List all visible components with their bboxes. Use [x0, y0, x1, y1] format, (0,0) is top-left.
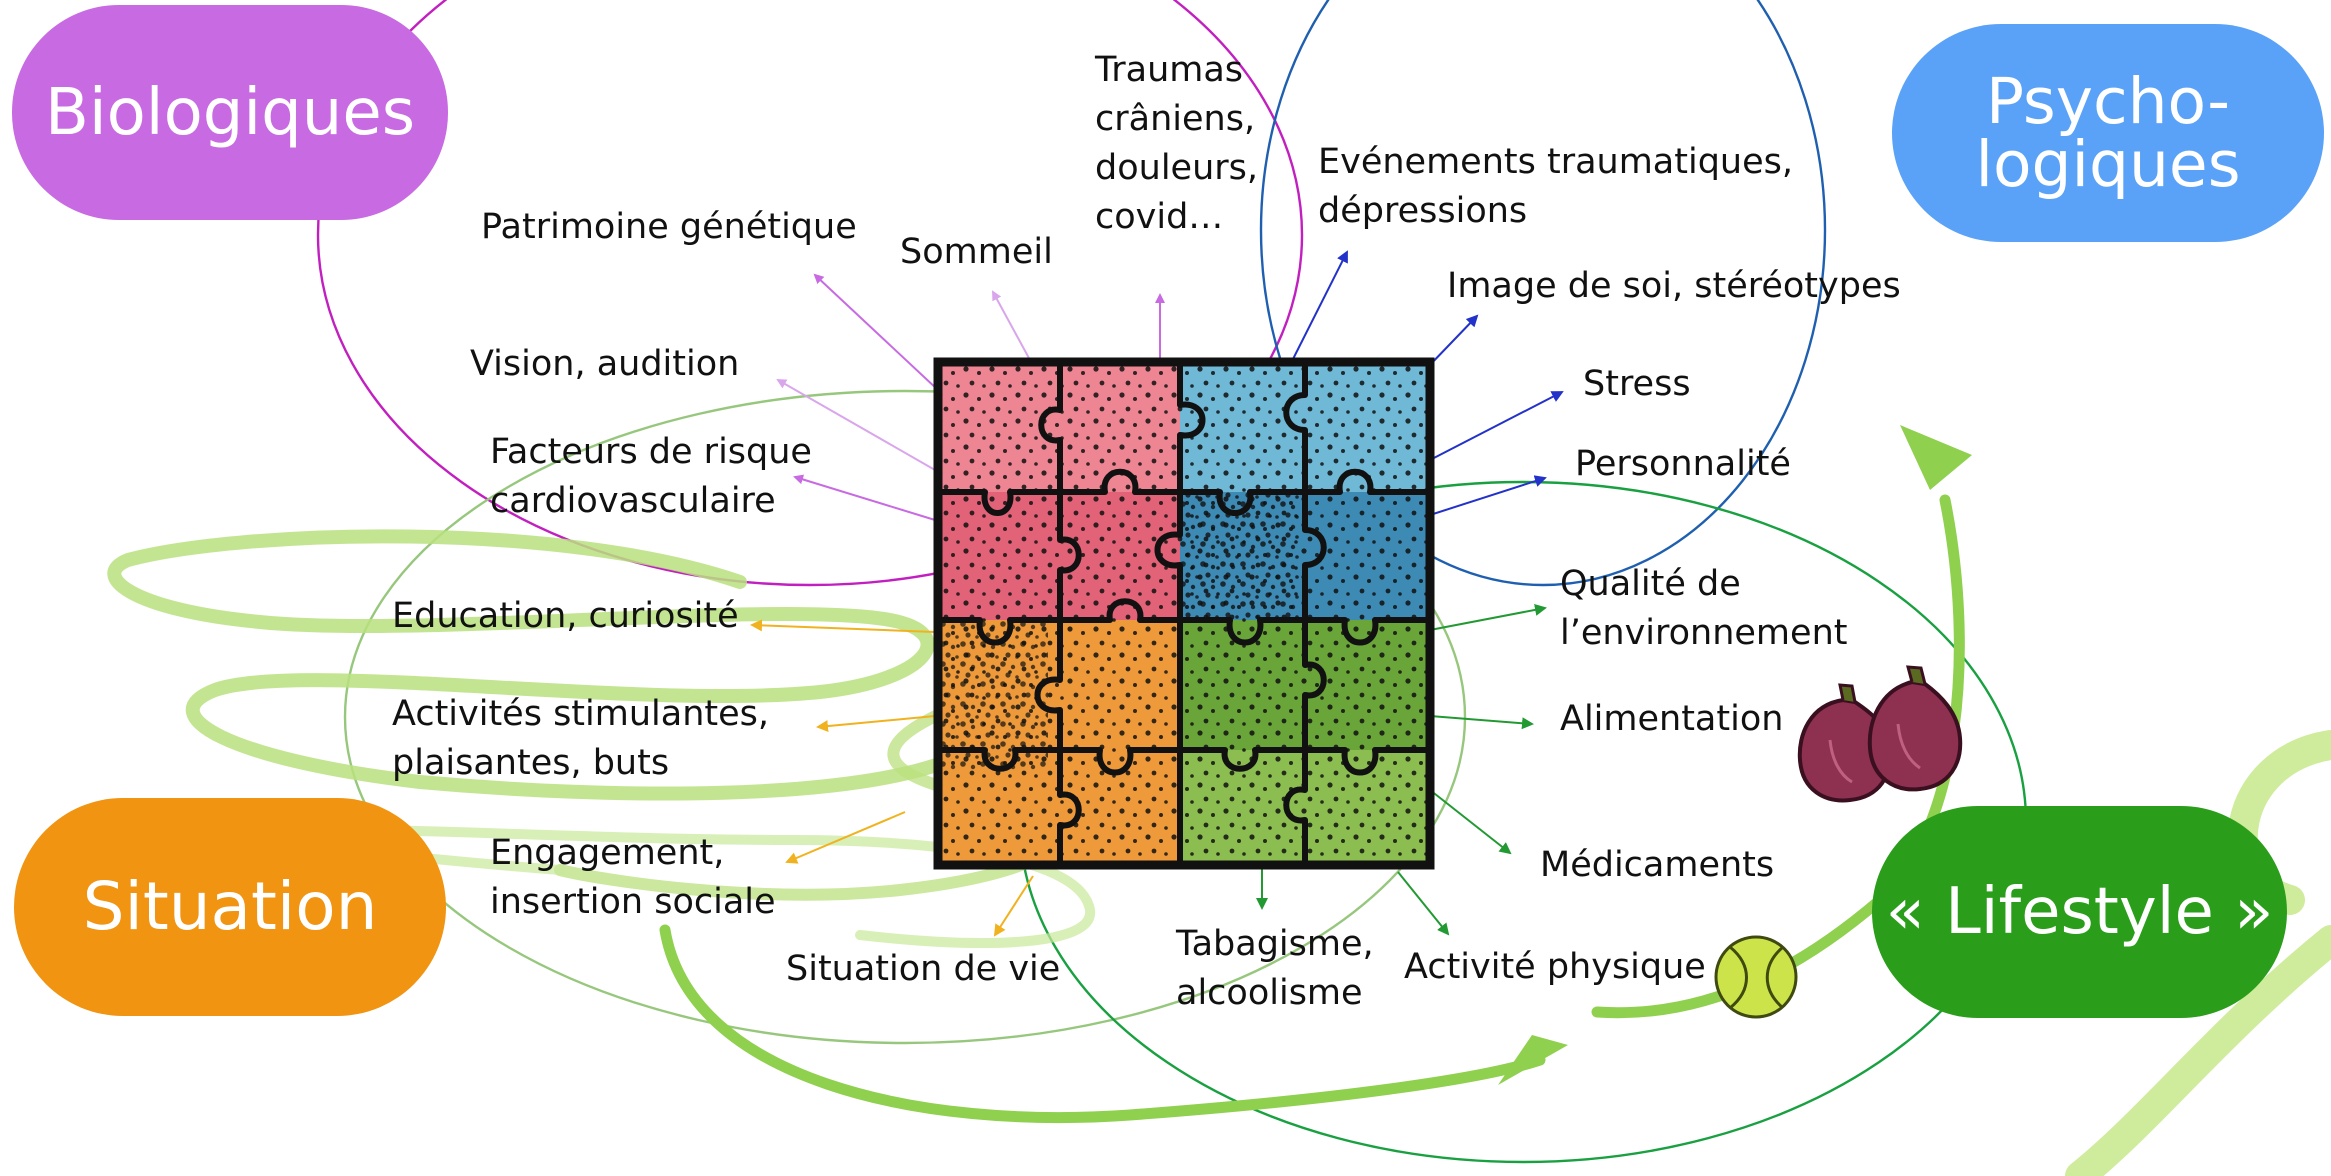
tennis-ball-seam — [1729, 945, 1785, 1010]
factor-medicaments: Médicaments — [1540, 845, 1775, 885]
factor-qualite-line: Qualité de — [1560, 564, 1741, 604]
pill-psychological-bg — [1892, 24, 2324, 242]
arrow-medicaments — [1429, 789, 1512, 855]
factor-traumas-line: douleurs, — [1095, 148, 1259, 188]
category-situation: Situation — [14, 798, 446, 1016]
arrow-image — [1426, 314, 1479, 369]
factor-tabagisme: Tabagisme, alcoolisme — [1176, 920, 1374, 1018]
psychological-region-outline — [1259, 0, 1827, 587]
arrow-risque — [793, 474, 936, 521]
fig-shine — [1828, 723, 1921, 784]
arrow-sommeil — [992, 290, 1031, 361]
factor-risque-line: cardiovasculaire — [490, 481, 776, 521]
factor-traumas-line: covid… — [1095, 197, 1224, 237]
factor-risque-line: Facteurs de risque — [490, 432, 812, 472]
pill-situation-bg — [14, 798, 446, 1016]
category-psychological-label-2: logiques — [1975, 128, 2241, 201]
arrow-personnalite — [1429, 475, 1547, 516]
arrow-patrimoine — [813, 273, 939, 391]
factor-patrimoine: Patrimoine génétique — [481, 207, 857, 247]
factor-engagement: Engagement, insertion sociale — [490, 829, 776, 927]
factor-sommeil: Sommeil — [900, 232, 1053, 272]
arrow-engagement — [785, 811, 906, 864]
factor-vision: Vision, audition — [470, 344, 740, 384]
arrow-education — [750, 619, 936, 633]
factor-qualite-line: l’environnement — [1560, 613, 1848, 653]
category-lifestyle: « Lifestyle » — [1872, 806, 2287, 1018]
arrowhead-lifestyle — [1498, 1035, 1568, 1085]
category-biological: Biologiques — [12, 5, 448, 220]
puzzle-frame — [933, 357, 1435, 870]
factor-stress: Stress — [1583, 364, 1691, 404]
situation-region-outline — [343, 389, 1467, 1045]
pill-lifestyle-bg — [1872, 806, 2287, 1018]
tennis-ball — [1714, 935, 1798, 1019]
arrow-situation-vie — [993, 875, 1034, 937]
ribbon-swirl — [107, 529, 957, 801]
factor-image: Image de soi, stéréotypes — [1447, 266, 1901, 306]
category-biological-label: Biologiques — [44, 75, 416, 150]
factor-personnalite: Personnalité — [1575, 444, 1791, 484]
factor-evenements: Evénements traumatiques, dépressions — [1318, 138, 1793, 236]
arrow-evenements — [1289, 250, 1348, 366]
factor-activites-line: Activités stimulantes, — [392, 694, 770, 734]
factor-traumas: Traumas crâniens, douleurs, covid… — [1095, 46, 1258, 242]
factor-tabagisme-line: alcoolisme — [1176, 973, 1363, 1013]
factor-alimentation: Alimentation — [1560, 699, 1784, 739]
arrow-vision — [776, 379, 936, 471]
factor-evenements-line: dépressions — [1318, 191, 1528, 231]
puzzle-piece-lines — [938, 362, 1430, 865]
arrow-alimentation — [1429, 715, 1534, 730]
category-lifestyle-label: « Lifestyle » — [1885, 875, 2274, 949]
factor-traumas-line: crâniens, — [1095, 99, 1256, 139]
arrow-situation-to-lifestyle-curve — [659, 924, 1546, 1124]
biological-region-outline — [316, 0, 1304, 587]
factor-evenements-line: Evénements traumatiques, — [1318, 142, 1793, 182]
factor-activites-line: plaisantes, buts — [392, 743, 670, 783]
arrow-stress — [1429, 391, 1564, 461]
category-situation-label: Situation — [82, 868, 378, 945]
factor-tabagisme-line: Tabagisme, — [1176, 924, 1374, 964]
factor-engagement-line: Engagement, — [490, 833, 725, 873]
factor-engagement-line: insertion sociale — [490, 882, 776, 922]
factor-traumas-line: Traumas — [1095, 50, 1244, 90]
factor-qualite: Qualité de l’environnement — [1560, 560, 1847, 658]
central-puzzle — [933, 357, 1435, 870]
factor-activite-physique: Activité physique — [1404, 947, 1706, 987]
category-psychological-label-1: Psycho- — [1985, 65, 2230, 138]
figs-illustration — [1797, 665, 1963, 803]
fig-right-stem — [1906, 665, 1927, 685]
arrow-qualite — [1429, 603, 1547, 631]
arrowhead-psychological — [1900, 425, 1972, 490]
factor-activites: Activités stimulantes, plaisantes, buts — [392, 690, 769, 788]
factor-education: Education, curiosité — [392, 596, 739, 636]
fig-left-stem — [1838, 683, 1857, 703]
arrow-activite-physique — [1397, 871, 1450, 936]
connector-arrows — [750, 250, 1564, 937]
pill-biological-bg — [12, 5, 448, 220]
tennis-ball-illustration — [1714, 935, 1798, 1019]
arrow-activites — [816, 715, 936, 733]
category-psychological: Psycho- logiques — [1892, 24, 2324, 242]
factor-risque: Facteurs de risque cardiovasculaire — [490, 428, 812, 526]
fig-right — [1867, 679, 1963, 792]
factor-situation-vie: Situation de vie — [786, 949, 1061, 989]
